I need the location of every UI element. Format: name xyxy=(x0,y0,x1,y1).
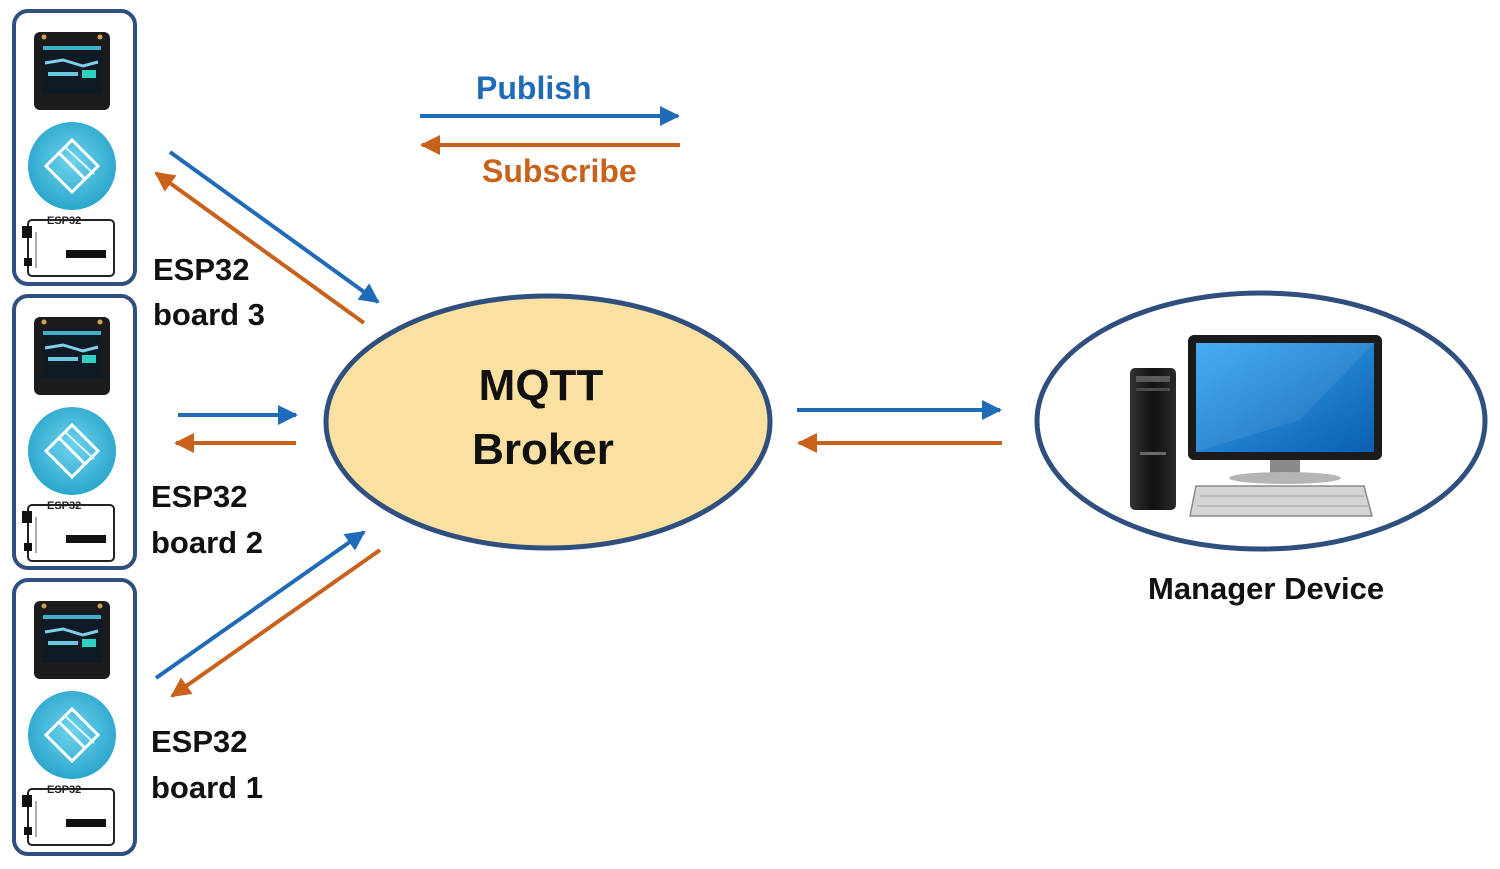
broker-title-line1: MQTT xyxy=(478,361,604,410)
board-chip-label: ESP32 xyxy=(47,500,81,512)
board-chip-label: ESP32 xyxy=(47,784,81,796)
board1-label-line2: board 1 xyxy=(151,770,263,805)
board2-label-line1: ESP32 xyxy=(151,479,248,514)
board-card-3: ESP32 xyxy=(12,9,137,286)
board1-publish-arrow xyxy=(154,530,366,680)
board3-subscribe-arrow xyxy=(154,171,366,325)
board-card-2: ESP32 xyxy=(12,294,137,570)
board-chip-label: ESP32 xyxy=(47,215,81,227)
board1-subscribe-arrow xyxy=(170,548,382,698)
mqtt-broker-node xyxy=(323,293,773,551)
broker-title-line2: Broker xyxy=(472,425,614,474)
manager-device-label: Manager Device xyxy=(1148,571,1385,606)
legend-subscribe-label: Subscribe xyxy=(482,153,637,189)
desktop-computer-icon xyxy=(1130,335,1382,517)
board1-label-line1: ESP32 xyxy=(151,724,248,759)
board3-publish-arrow xyxy=(168,150,380,304)
board2-label-line2: board 2 xyxy=(151,525,263,560)
legend-publish-label: Publish xyxy=(476,70,592,106)
board3-label-line2: board 3 xyxy=(153,297,265,332)
board3-label-line1: ESP32 xyxy=(153,252,250,287)
board-card-1: ESP32 xyxy=(12,578,137,856)
